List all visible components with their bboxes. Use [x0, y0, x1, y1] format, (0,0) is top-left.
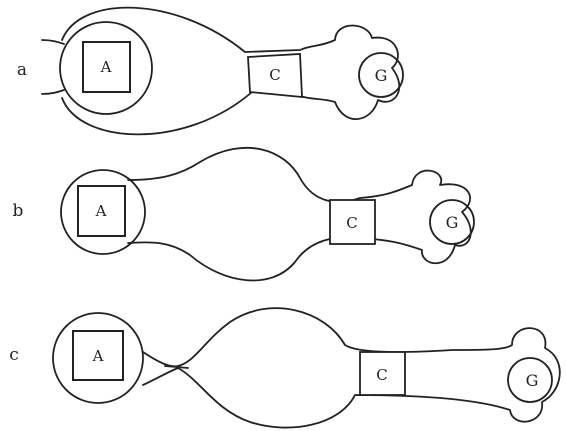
- row-b-box-a-label: A: [95, 202, 107, 220]
- row-c-outer-envelope: [142, 307, 561, 429]
- row-a-box-a: [82, 41, 131, 93]
- row-b-box-c-label: C: [346, 214, 357, 232]
- row-c-label: c: [9, 345, 19, 365]
- row-a-circle-g: [358, 52, 404, 98]
- row-b-diagram: A C G b: [13, 147, 475, 282]
- row-a-lead-bottom: [41, 89, 65, 95]
- row-c-neck-accent: [164, 365, 189, 369]
- row-c-diagram: A C G c: [9, 307, 561, 429]
- row-a-diagram: A C G a: [17, 6, 404, 136]
- row-b-circle: [60, 169, 146, 255]
- row-c-box-c: [359, 351, 406, 396]
- row-a-circle-g-label: G: [375, 66, 388, 85]
- row-c-box-a-label: A: [92, 347, 104, 365]
- row-b-box-c: [329, 199, 376, 245]
- row-a-box-c: [247, 53, 303, 98]
- row-a-circle: [59, 21, 153, 115]
- row-b-box-a: [77, 185, 126, 237]
- row-c-circle: [52, 312, 144, 404]
- row-a-lead-top: [41, 39, 65, 45]
- row-a-box-c-label: C: [269, 66, 280, 84]
- row-b-label: b: [13, 201, 24, 221]
- row-c-box-a: [72, 330, 124, 381]
- row-a-box-a-label: A: [100, 58, 112, 76]
- row-c-box-c-label: C: [376, 366, 387, 384]
- row-c-circle-g-label: G: [526, 371, 539, 390]
- row-c-circle-g: [507, 357, 553, 403]
- row-b-circle-g: [429, 199, 475, 245]
- row-b-circle-g-label: G: [446, 213, 459, 232]
- row-a-label: a: [17, 60, 27, 80]
- row-b-outer-envelope: [127, 147, 472, 282]
